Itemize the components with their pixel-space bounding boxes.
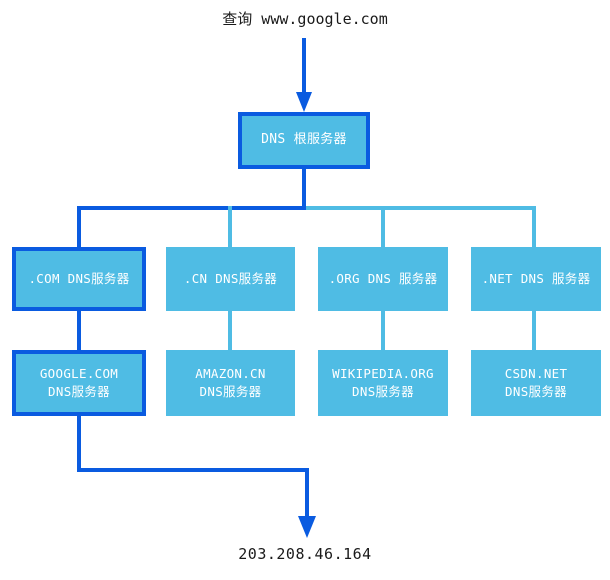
node-cn-dns-server[interactable]: .CN DNS服务器: [166, 247, 295, 311]
node-com-dns-server[interactable]: .COM DNS服务器: [12, 247, 146, 311]
node-amazon-cn-dns-server[interactable]: AMAZON.CN DNS服务器: [166, 350, 295, 416]
node-dns-root-server[interactable]: DNS 根服务器: [238, 112, 370, 169]
query-label: 查询 www.google.com: [222, 10, 388, 28]
node-google-com-dns-server[interactable]: GOOGLE.COM DNS服务器: [12, 350, 146, 416]
node-csdn-net-dns-server[interactable]: CSDN.NET DNS服务器: [471, 350, 601, 416]
node-wikipedia-org-dns-server[interactable]: WIKIPEDIA.ORG DNS服务器: [318, 350, 448, 416]
edge-google-to-result: [77, 416, 316, 538]
resolved-ip-label: 203.208.46.164: [238, 545, 372, 563]
edge-query-to-root: [296, 38, 312, 112]
node-net-dns-server[interactable]: .NET DNS 服务器: [471, 247, 601, 311]
node-org-dns-server[interactable]: .ORG DNS 服务器: [318, 247, 448, 311]
